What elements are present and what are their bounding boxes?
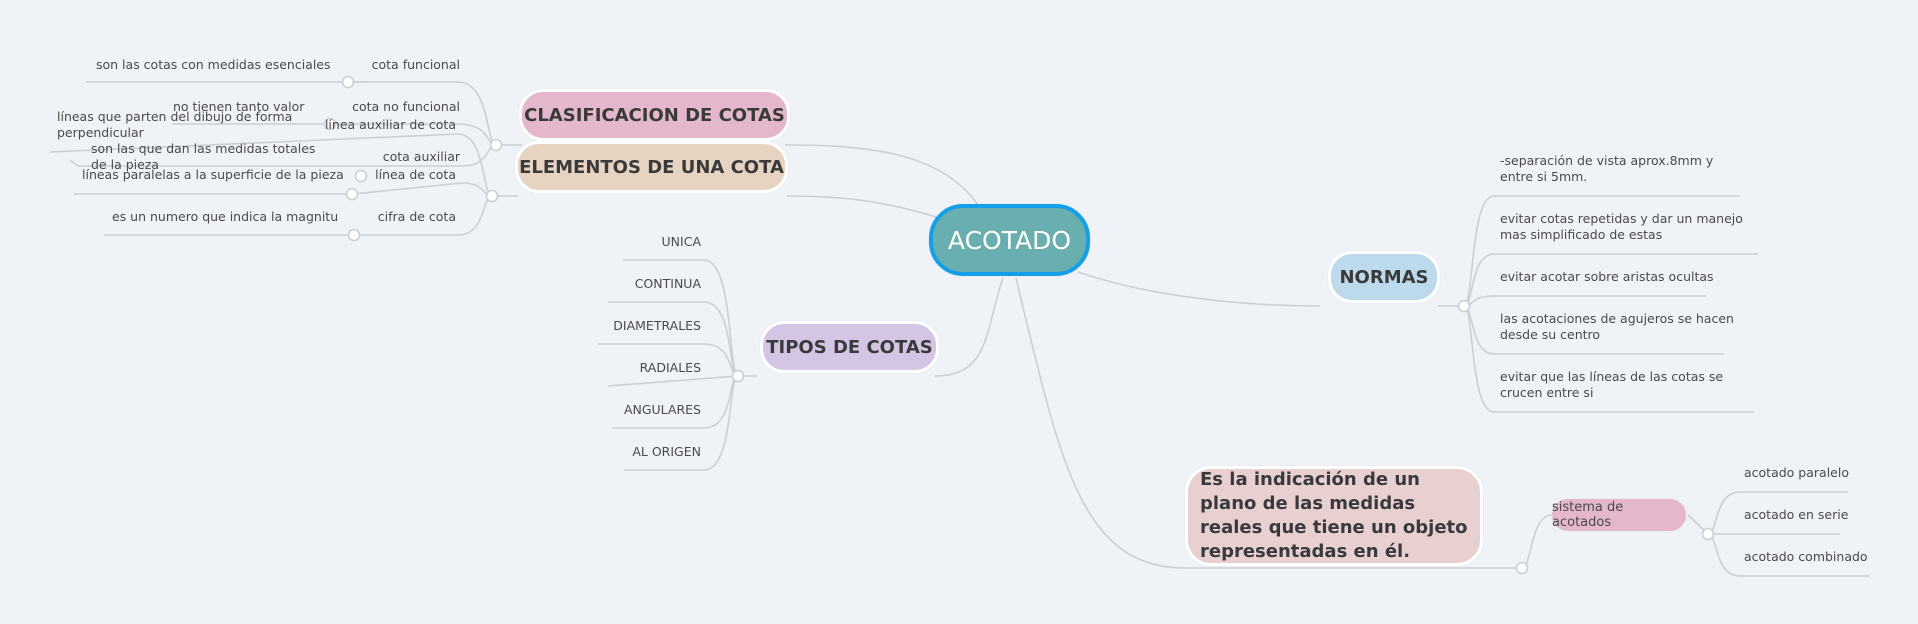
connector-normas-3 (1463, 295, 1706, 307)
topic-clasificacion-de-cotas[interactable]: CLASIFICACION DE COTAS (519, 89, 790, 141)
leaf-cifra-de-cota[interactable]: cifra de cota (377, 209, 456, 224)
leaf-norma-aristas-ocultas[interactable]: evitar acotar sobre aristas ocultas (1500, 269, 1714, 284)
connector-root-tipos (934, 277, 1004, 377)
connector-root-clasificacion (784, 144, 979, 206)
leaf-tipo-unica[interactable]: UNICA (661, 234, 701, 249)
topic-normas[interactable]: NORMAS (1328, 251, 1440, 303)
connector-root-elementos (786, 195, 937, 218)
leaf-cota-auxiliar[interactable]: cota auxiliar (382, 149, 460, 164)
hub-auxiliar (354, 169, 368, 183)
leaf-detail-cifra-de-cota[interactable]: es un numero que indica la magnitu (112, 209, 339, 224)
leaf-tipo-radiales[interactable]: RADIALES (639, 360, 701, 375)
hub-sistema (1701, 527, 1715, 541)
leaf-detail-cota-no-funcional[interactable]: no tienen tanto valor (173, 99, 305, 114)
leaf-tipo-continua[interactable]: CONTINUA (634, 276, 701, 291)
connector-root-normas (1077, 271, 1321, 307)
leaf-linea-auxiliar-de-cota[interactable]: línea auxiliar de cota (324, 117, 456, 132)
hub-clasificacion (489, 138, 503, 152)
hub-definition (1515, 561, 1529, 575)
hub-funcional (341, 75, 355, 89)
leaf-detail-linea-auxiliar[interactable]: líneas que parten del dibujo de forma pe… (57, 109, 293, 140)
leaf-tipo-angulares[interactable]: ANGULARES (623, 402, 701, 417)
underline-cota-auxiliar (69, 159, 362, 167)
hub-cifra (347, 228, 361, 242)
connector-root-definition (1015, 277, 1186, 569)
topic-elementos-de-una-cota[interactable]: ELEMENTOS DE UNA COTA (515, 141, 788, 193)
leaf-tipo-diametrales[interactable]: DIAMETRALES (613, 318, 701, 333)
topic-tipos-de-cotas[interactable]: TIPOS DE COTAS (760, 321, 939, 373)
hub-tipos (731, 369, 745, 383)
hub-elementos (485, 189, 499, 203)
hub-normas (1457, 299, 1471, 313)
leaf-detail-linea-de-cota[interactable]: líneas paralelas a la superficie de la p… (82, 167, 344, 182)
leaf-cota-no-funcional[interactable]: cota no funcional (352, 99, 460, 114)
hub-linea-cota (345, 187, 359, 201)
leaf-norma-lineas-cruzadas[interactable]: evitar que las líneas de las cotas se cr… (1500, 369, 1724, 400)
underline-linea-cota (74, 182, 463, 195)
leaf-norma-separacion[interactable]: -separación de vista aprox.8mm y entre s… (1500, 153, 1714, 184)
connector-hub-linea-aux (457, 133, 493, 197)
subtopic-sistema-de-acotados[interactable]: sistema de acotados (1552, 499, 1686, 531)
leaf-acotado-paralelo[interactable]: acotado paralelo (1744, 465, 1849, 480)
leaf-detail-cota-auxiliar[interactable]: son las que dan las medidas totales de l… (91, 141, 316, 172)
connector-definition-sistema (1521, 514, 1553, 569)
underline-linea-aux (49, 133, 459, 153)
leaf-acotado-en-serie[interactable]: acotado en serie (1744, 507, 1849, 522)
hub-nofuncional (323, 117, 337, 131)
leaf-acotado-combinado[interactable]: acotado combinado (1744, 549, 1868, 564)
topic-definition[interactable]: Es la indicación de un plano de las medi… (1185, 466, 1483, 566)
leaf-detail-cota-funcional[interactable]: son las cotas con medidas esenciales (96, 57, 331, 72)
leaf-norma-agujeros[interactable]: las acotaciones de agujeros se hacen des… (1500, 311, 1734, 342)
leaf-cota-funcional[interactable]: cota funcional (371, 57, 460, 72)
connector-tipos-radiales (607, 375, 739, 387)
leaf-linea-de-cota[interactable]: línea de cota (375, 167, 456, 182)
leaf-tipo-al-origen[interactable]: AL ORIGEN (632, 444, 701, 459)
leaf-norma-cotas-repetidas[interactable]: evitar cotas repetidas y dar un manejo m… (1500, 211, 1743, 242)
central-topic[interactable]: ACOTADO (929, 204, 1090, 276)
